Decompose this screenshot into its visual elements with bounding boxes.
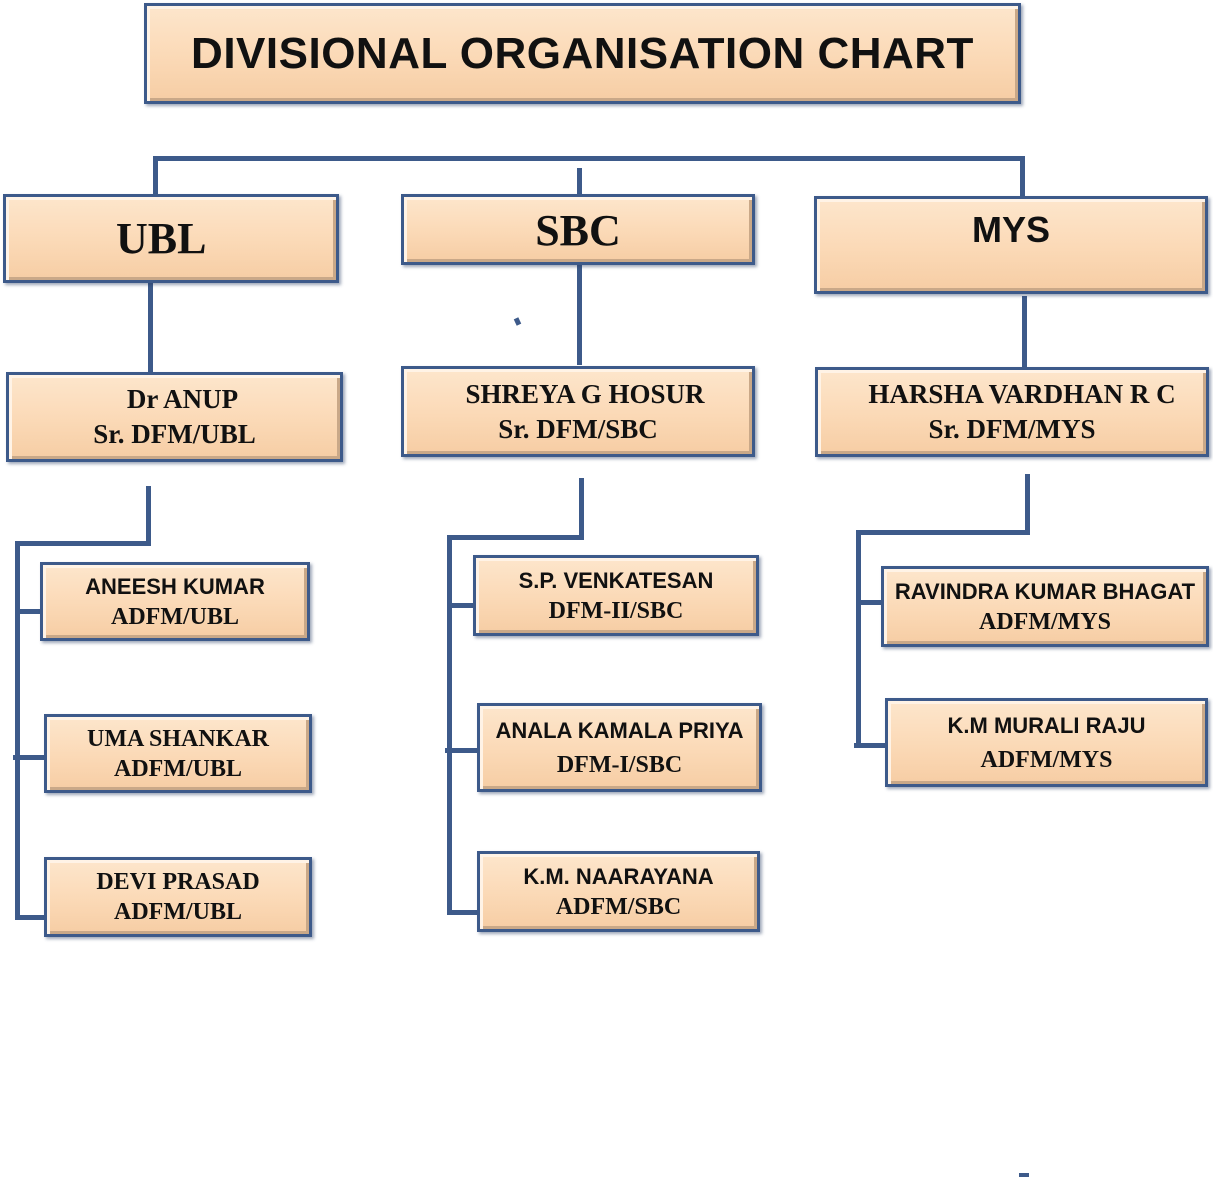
staff-name: DEVI PRASAD [96,869,260,895]
ubl-connector-drop [153,156,158,196]
stray-mark [1019,1173,1029,1177]
division-name: SBC [535,206,621,255]
head-designation: Sr. DFM/UBL [93,419,256,449]
staff-box-km-murali-raju: K.M MURALI RAJU ADFM/MYS [885,698,1208,787]
staff-box-ravindra-kumar-bhagat: RAVINDRA KUMAR BHAGAT ADFM/MYS [881,566,1209,647]
head-name: SHREYA G HOSUR [465,378,705,409]
division-box-mys: MYS [814,196,1208,294]
staff-name: K.M. NAARAYANA [523,863,714,889]
mys-staff-horizontal [856,530,1030,535]
mys-staff-branch-2 [854,743,888,748]
sbc-connector-drop [577,168,582,196]
top-connector-horizontal [153,156,1024,161]
stray-mark [513,317,522,326]
staff-name: RAVINDRA KUMAR BHAGAT [894,578,1196,604]
staff-box-uma-shankar: UMA SHANKAR ADFM/UBL [44,714,312,793]
staff-name: ANEESH KUMAR [85,573,265,599]
head-name: HARSHA VARDHAN R C [868,379,1176,409]
chart-title: DIVISIONAL ORGANISATION CHART [191,28,974,78]
division-box-ubl: UBL [3,194,339,283]
mys-head-connector [1022,296,1027,370]
staff-designation: DFM-I/SBC [556,751,683,778]
sbc-staff-branch-2 [445,748,479,753]
division-name: UBL [116,214,207,263]
mys-connector-drop [1020,156,1025,198]
staff-designation: ADFM/UBL [114,755,242,782]
division-box-sbc: SBC [401,194,755,265]
staff-designation: DFM-II/SBC [548,597,684,624]
head-designation: Sr. DFM/MYS [928,414,1096,444]
staff-name: UMA SHANKAR [86,725,269,752]
sbc-staff-branch-1 [447,603,475,608]
head-designation: Sr. DFM/SBC [498,413,658,444]
staff-designation: ADFM/UBL [114,899,242,925]
ubl-staff-branch-2 [13,755,46,760]
head-name: Dr ANUP [126,384,239,414]
ubl-staff-vertical [15,541,20,920]
staff-name: ANALA KAMALA PRIYA [495,717,744,743]
staff-designation: ADFM/UBL [111,603,239,630]
staff-box-aneesh-kumar: ANEESH KUMAR ADFM/UBL [40,562,310,641]
mys-staff-branch-1 [856,600,884,605]
head-box-mys: HARSHA VARDHAN R C Sr. DFM/MYS [815,367,1209,457]
staff-name: S.P. VENKATESAN [518,567,714,593]
mys-staff-vertical [856,530,861,748]
sbc-staff-horizontal [447,535,584,540]
staff-box-km-naarayana: K.M. NAARAYANA ADFM/SBC [477,851,760,932]
staff-name: K.M MURALI RAJU [947,712,1146,738]
sbc-staff-branch-3 [447,910,479,915]
staff-designation: ADFM/SBC [555,893,682,920]
ubl-staff-drop [146,486,151,546]
sbc-staff-drop [579,478,584,540]
ubl-staff-branch-1 [15,609,42,614]
chart-title-box: DIVISIONAL ORGANISATION CHART [144,3,1021,104]
staff-designation: ADFM/MYS [979,608,1111,635]
staff-box-sp-venkatesan: S.P. VENKATESAN DFM-II/SBC [473,555,759,636]
staff-box-devi-prasad: DEVI PRASAD ADFM/UBL [44,857,312,937]
head-box-sbc: SHREYA G HOSUR Sr. DFM/SBC [401,366,755,457]
sbc-staff-vertical [447,535,452,915]
ubl-staff-branch-3 [15,915,45,920]
staff-designation: ADFM/MYS [980,746,1113,773]
staff-box-anala-kamala-priya: ANALA KAMALA PRIYA DFM-I/SBC [477,703,762,792]
head-box-ubl: Dr ANUP Sr. DFM/UBL [6,372,343,462]
division-name: MYS [971,209,1050,250]
ubl-head-connector [148,282,153,374]
ubl-staff-horizontal [15,541,151,546]
mys-staff-drop [1025,474,1030,535]
sbc-head-connector [577,265,582,365]
